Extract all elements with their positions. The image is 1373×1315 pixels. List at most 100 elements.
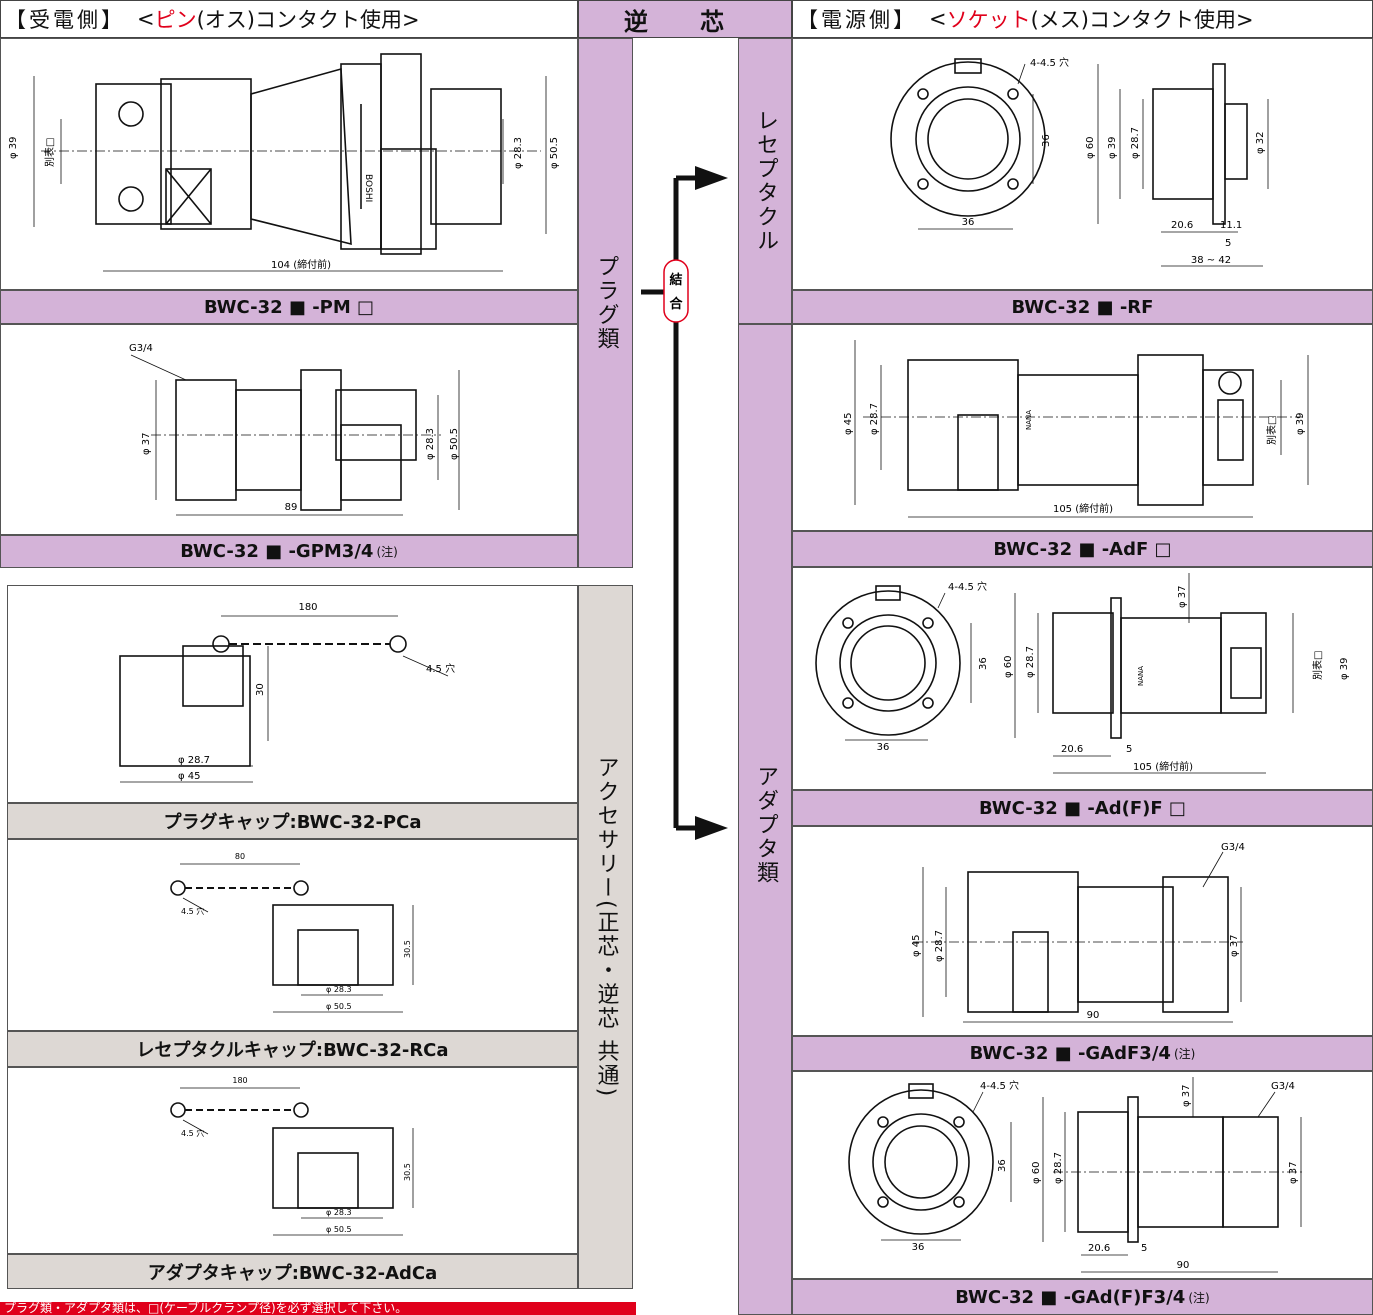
caption-gadff: BWC-32 ■ -GAd(F)F3/4(注) [792, 1279, 1373, 1315]
gpm-dim-3: φ 50.5 [449, 428, 460, 460]
adff-dim-a: 20.6 [1061, 744, 1083, 755]
adf-dim-1: φ 45 [843, 413, 854, 436]
caption-gadf-note: (注) [1173, 1047, 1196, 1061]
pm-dim-3: φ 28.3 [513, 137, 524, 169]
gadf-drawing: G3/4 φ 45 φ 28.7 φ 37 90 [911, 842, 1245, 1023]
header-left-post: (オス)コンタクト使用> [196, 8, 420, 32]
adca-dim-1: φ 28.3 [326, 1208, 352, 1217]
caption-gpm-text: BWC-32 ■ -GPM3/4 [180, 541, 374, 562]
rf-dim-2: φ 39 [1107, 137, 1118, 160]
pca-drawing: 180 4.5 穴 30 φ 28.7 φ 45 [119, 602, 455, 783]
header-middle: 逆 芯 [578, 0, 792, 38]
receptacle-band: レセプタクル [738, 38, 792, 324]
diagram-rca: 80 4.5 穴 30.5 φ 28.3 φ 50.5 [7, 839, 578, 1031]
rf-square: 36 [1041, 134, 1052, 147]
diagram-adca: 180 4.5 穴 30.5 φ 28.3 φ 50.5 [7, 1067, 578, 1254]
pm-dim-2: 別表□ [43, 138, 56, 167]
gadf-dim-2: φ 28.7 [934, 930, 945, 962]
rf-dim-4: φ 32 [1255, 132, 1266, 155]
gadff-dim-3: φ 37 [1181, 1085, 1192, 1108]
adca-hole: 4.5 穴 [181, 1128, 204, 1138]
caption-gpm: BWC-32 ■ -GPM3/4(注) [0, 535, 578, 568]
rf-width: 36 [962, 217, 975, 228]
gadff-dim-b: 5 [1141, 1243, 1147, 1254]
diagram-gadff: 4-4.5 穴 36 36 φ 60 φ 28.7 φ 37 G3/4 φ 37… [792, 1071, 1373, 1279]
caption-adf: BWC-32 ■ -AdF □ [792, 531, 1373, 567]
gadff-dim-2: φ 28.7 [1053, 1152, 1064, 1184]
adff-holes: 4-4.5 穴 [948, 580, 987, 593]
gadff-square: 36 [997, 1159, 1008, 1172]
adff-length: 105 (締付前) [1133, 760, 1193, 773]
caption-gpm-note: (注) [376, 545, 398, 559]
caption-gadff-text: BWC-32 ■ -GAd(F)F3/4 [955, 1286, 1186, 1308]
adca-dim-2: φ 50.5 [326, 1225, 352, 1234]
diagram-adff: 4-4.5 穴 36 36 φ 60 φ 28.7 φ 37 別表□ φ 39 … [792, 567, 1373, 790]
gadf-dim-3: φ 37 [1229, 935, 1240, 958]
rf-dim-3: φ 28.7 [1130, 127, 1141, 159]
caption-gadf: BWC-32 ■ -GAdF3/4(注) [792, 1036, 1373, 1071]
gpm-drawing: G3/4 φ 37 φ 28.3 φ 50.5 89 [129, 343, 460, 516]
adapter-band-label: アダプタ類 [753, 765, 778, 885]
gpm-dim-1: φ 37 [141, 433, 152, 456]
adf-length: 105 (締付前) [1053, 502, 1113, 515]
header-left: 【受電側】 < ピン (オス)コンタクト使用> [0, 0, 578, 38]
adf-dim-3: 別表□ [1265, 416, 1278, 445]
pm-brand: BOSHI [363, 174, 373, 202]
adf-dim-4: φ 39 [1295, 413, 1306, 436]
caption-pca: プラグキャップ:BWC-32-PCa [7, 803, 578, 839]
gadff-holes: 4-4.5 穴 [980, 1079, 1019, 1092]
adff-dim-3: φ 37 [1177, 586, 1188, 609]
gpm-length: 89 [285, 502, 298, 513]
adca-drawing: 180 4.5 穴 30.5 φ 28.3 φ 50.5 [170, 1076, 414, 1236]
pca-length: 180 [298, 602, 317, 613]
gadf-thread: G3/4 [1221, 842, 1245, 853]
caption-gadf-text: BWC-32 ■ -GAdF3/4 [969, 1043, 1171, 1064]
plug-band: プラグ類 [578, 38, 633, 568]
adca-length: 180 [232, 1076, 247, 1085]
accessory-band-label: アクセサリー(正芯・逆芯 共通) [593, 756, 619, 1099]
gadf-dim-1: φ 45 [911, 935, 922, 958]
adf-brand: NANA [1025, 410, 1033, 430]
adff-dim-2: φ 28.7 [1025, 646, 1036, 678]
header-right-post: (メス)コンタクト使用> [1030, 8, 1254, 32]
caption-adff: BWC-32 ■ -Ad(F)F □ [792, 790, 1373, 826]
rf-dim-a: 20.6 [1171, 220, 1193, 231]
join-badge [663, 259, 689, 323]
gadff-dim-a: 20.6 [1088, 1243, 1110, 1254]
gadff-dim-4: φ 37 [1288, 1162, 1299, 1185]
caption-pm: BWC-32 ■ -PM □ [0, 290, 578, 324]
gadff-width: 36 [912, 1242, 925, 1253]
diagram-pca: 180 4.5 穴 30 φ 28.7 φ 45 [7, 585, 578, 803]
diagram-adf: φ 45 φ 28.7 別表□ φ 39 NANA 105 (締付前) [792, 324, 1373, 531]
caption-adca: アダプタキャップ:BWC-32-AdCa [7, 1254, 578, 1289]
diagram-gpm: G3/4 φ 37 φ 28.3 φ 50.5 89 [0, 324, 578, 535]
header-left-pre: < [137, 7, 155, 31]
pca-dim-2: φ 45 [178, 771, 201, 782]
connection-arrows: 結 合 [641, 166, 728, 840]
adca-height: 30.5 [403, 1163, 412, 1181]
adff-square: 36 [978, 657, 989, 670]
plug-band-label: プラグ類 [593, 255, 619, 351]
adff-drawing: 4-4.5 穴 36 36 φ 60 φ 28.7 φ 37 別表□ φ 39 … [815, 573, 1350, 774]
caption-rf: BWC-32 ■ -RF [792, 290, 1373, 324]
header-right-pre: < [929, 7, 947, 31]
adff-width: 36 [877, 742, 890, 753]
gadff-dim-1: φ 60 [1031, 1162, 1042, 1185]
receptacle-band-label: レセプタクル [753, 109, 778, 253]
rca-dim-2: φ 50.5 [326, 1002, 352, 1011]
pm-dim-4: φ 50.5 [549, 137, 560, 169]
join-char-1: 結 [669, 272, 682, 288]
adff-dim-4: 別表□ [1311, 651, 1324, 680]
rca-length: 80 [235, 852, 245, 861]
rf-drawing: 4-4.5 穴 36 36 φ 60 φ 39 φ 28.7 φ 32 20.6… [890, 56, 1269, 267]
header-left-red: ピン [154, 8, 197, 32]
rf-holes: 4-4.5 穴 [1030, 56, 1069, 69]
diagram-rf: 4-4.5 穴 36 36 φ 60 φ 39 φ 28.7 φ 32 20.6… [792, 38, 1373, 290]
accessory-band: アクセサリー(正芯・逆芯 共通) [578, 585, 633, 1289]
adff-dim-5: φ 39 [1339, 658, 1350, 681]
rca-height: 30.5 [403, 940, 412, 958]
gadff-drawing: 4-4.5 穴 36 36 φ 60 φ 28.7 φ 37 G3/4 φ 37… [848, 1077, 1303, 1273]
rf-range: 38 ~ 42 [1191, 255, 1231, 266]
rca-dim-1: φ 28.3 [326, 985, 352, 994]
adff-brand: NANA [1137, 666, 1145, 686]
